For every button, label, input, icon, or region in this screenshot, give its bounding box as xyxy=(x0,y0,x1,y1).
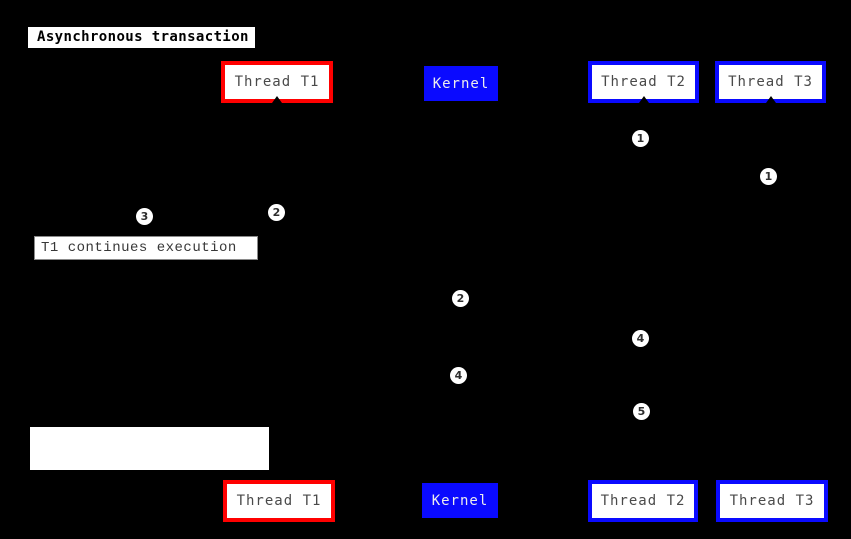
participant-kernel-top: Kernel xyxy=(424,66,498,101)
lifeline-notch-t3-top xyxy=(766,96,776,103)
lifeline-notch-t2-top xyxy=(639,96,649,103)
diagram-title: Asynchronous transaction xyxy=(28,27,255,48)
note-blank xyxy=(30,427,269,470)
participant-thread-t3-bottom: Thread T3 xyxy=(716,480,828,522)
step-marker-3-note: 3 xyxy=(136,208,153,225)
note-t1-continues-execution: T1 continues execution xyxy=(34,236,258,260)
step-marker-1-thread-t3: 1 xyxy=(760,168,777,185)
participant-thread-t1-bottom: Thread T1 xyxy=(223,480,335,522)
step-marker-4-thread-t2: 4 xyxy=(632,330,649,347)
step-marker-2-kernel: 2 xyxy=(452,290,469,307)
participant-thread-t2-bottom: Thread T2 xyxy=(588,480,698,522)
step-marker-4-kernel: 4 xyxy=(450,367,467,384)
step-marker-5-thread-t2: 5 xyxy=(633,403,650,420)
step-marker-1-thread-t2: 1 xyxy=(632,130,649,147)
lifeline-notch-t1-top xyxy=(272,96,282,103)
participant-kernel-bottom: Kernel xyxy=(422,483,498,518)
step-marker-2-thread-t1: 2 xyxy=(268,204,285,221)
